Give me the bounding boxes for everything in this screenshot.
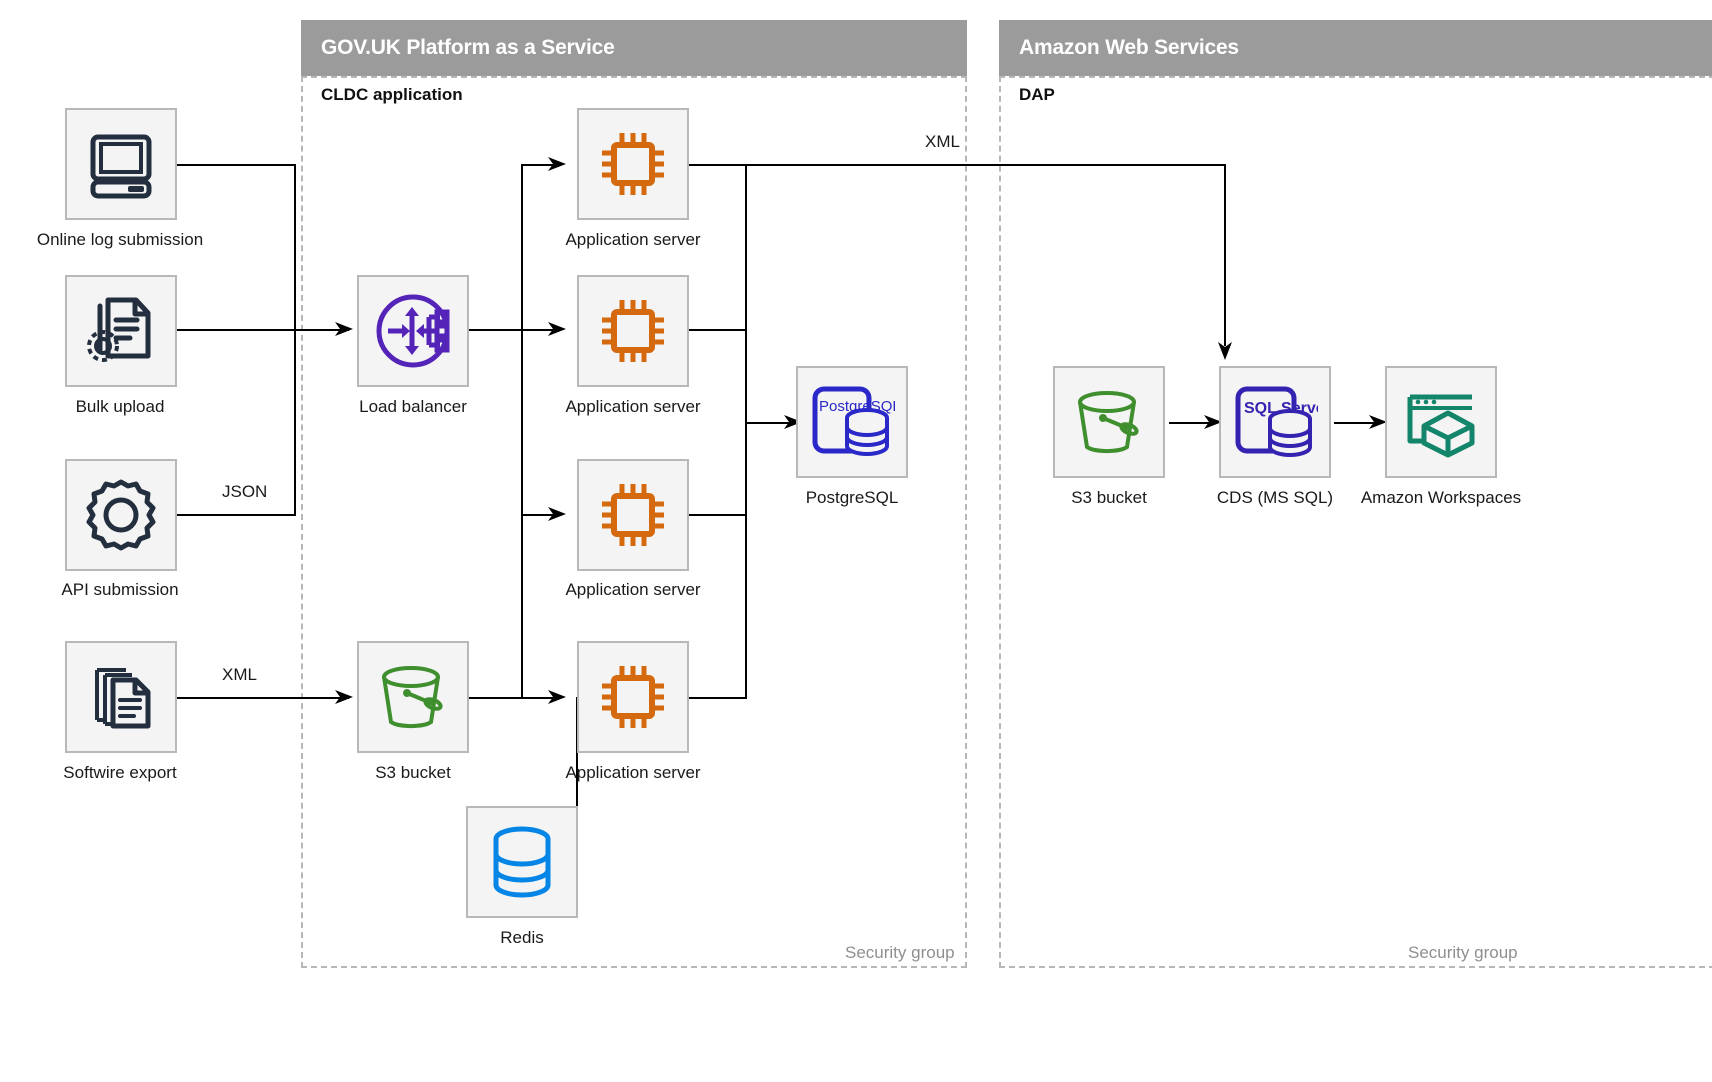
group-title-aws: Amazon Web Services <box>1019 36 1239 59</box>
wire-collector-to-postgres <box>745 422 791 424</box>
arrowhead-appserver-2 <box>548 322 566 336</box>
wire-api-vertical <box>294 330 296 516</box>
arrowhead-into-postgresql <box>784 415 802 429</box>
wire-softwire-to-s3 <box>177 697 349 699</box>
node-label-s3-bucket-paas: S3 bucket <box>375 763 451 782</box>
cpu-chip-icon <box>602 484 664 546</box>
node-label-bulk-upload: Bulk upload <box>75 397 165 416</box>
arrowhead-into-s3-bucket-paas <box>335 690 353 704</box>
document-gear-icon <box>87 297 151 362</box>
wire-db-collector-bus <box>745 164 747 699</box>
wire-online-log-to-bus <box>177 164 296 166</box>
wire-bus-to-appserver-3 <box>521 514 555 516</box>
edge-label-api-json: JSON <box>222 482 268 501</box>
security-group-box-govuk-paas <box>301 76 967 968</box>
node-application-server-4[interactable] <box>577 641 689 753</box>
node-redis[interactable] <box>466 806 578 918</box>
node-label-s3-bucket-aws: S3 bucket <box>1071 488 1147 507</box>
cpu-chip-icon <box>602 133 664 195</box>
sub-label-dap: DAP <box>1019 85 1055 104</box>
arrowhead-into-s3-bucket-aws <box>1218 342 1232 360</box>
arrowhead-into-load-balancer <box>335 322 353 336</box>
wire-redis-to-bus <box>576 697 578 812</box>
redis-database-icon <box>493 826 551 898</box>
wire-s3-to-cds <box>1169 422 1211 424</box>
arrowhead-appserver-1 <box>548 157 566 171</box>
node-application-server-3[interactable] <box>577 459 689 571</box>
sub-label-cldc-application: CLDC application <box>321 85 463 104</box>
node-label-softwire-export: Softwire export <box>63 763 177 782</box>
wire-bus-to-appserver-1 <box>521 164 555 166</box>
group-title-govuk-paas: GOV.UK Platform as a Service <box>321 36 615 59</box>
wire-appserver-4-out <box>689 697 747 699</box>
group-banner-aws: Amazon Web Services <box>999 20 1712 76</box>
node-api-submission[interactable] <box>65 459 177 571</box>
node-cds-ms-sql[interactable]: SQL Server <box>1219 366 1331 478</box>
edge-label-softwire-xml: XML <box>222 665 257 684</box>
node-label-amazon-workspaces: Amazon Workspaces <box>1360 488 1522 507</box>
node-label-application-server-2: Application server <box>565 397 701 416</box>
arrowhead-appserver-3 <box>548 507 566 521</box>
load-balancer-icon <box>376 294 450 368</box>
node-bulk-upload[interactable] <box>65 275 177 387</box>
node-s3-bucket-aws[interactable] <box>1053 366 1165 478</box>
s3-bucket-icon <box>382 666 443 729</box>
wire-appserver-3-out <box>689 514 747 516</box>
node-softwire-export[interactable] <box>65 641 177 753</box>
node-label-online-log-submission: Online log submission <box>36 230 204 249</box>
node-online-log-submission[interactable] <box>65 108 177 220</box>
amazon-workspaces-icon <box>1407 394 1475 458</box>
node-label-postgresql: PostgreSQL <box>805 488 899 507</box>
documents-stack-icon <box>95 668 151 729</box>
wire-s3-to-appserver-4 <box>469 697 523 699</box>
gear-icon <box>86 479 156 551</box>
node-application-server-2[interactable] <box>577 275 689 387</box>
wire-bulk-upload-to-lb <box>177 329 349 331</box>
cpu-chip-icon <box>602 666 664 728</box>
security-group-label-aws: Security group <box>1408 943 1518 962</box>
edge-label-appserver-xml: XML <box>925 132 960 151</box>
node-label-load-balancer: Load balancer <box>359 397 467 416</box>
security-group-label-govuk-paas: Security group <box>845 943 955 962</box>
node-label-application-server-4: Application server <box>565 763 701 782</box>
wire-cds-to-workspaces <box>1334 422 1376 424</box>
s3-bucket-icon <box>1078 391 1139 454</box>
node-load-balancer[interactable] <box>357 275 469 387</box>
node-label-api-submission: API submission <box>61 580 179 599</box>
node-label-application-server-1: Application server <box>565 230 701 249</box>
sql-server-icon: SQL Server <box>1235 386 1318 457</box>
group-banner-govuk-paas: GOV.UK Platform as a Service <box>301 20 967 76</box>
node-postgresql[interactable]: PostgreSQL <box>796 366 908 478</box>
cpu-chip-icon <box>602 300 664 362</box>
wire-appserver-2-out <box>689 329 747 331</box>
arrowhead-into-workspaces <box>1369 415 1387 429</box>
wire-app-distribution-bus <box>521 164 523 699</box>
wire-bus-to-appserver-2 <box>521 329 555 331</box>
node-amazon-workspaces[interactable] <box>1385 366 1497 478</box>
node-label-redis: Redis <box>500 928 544 947</box>
wire-xml-down-to-s3 <box>1224 164 1226 346</box>
node-application-server-1[interactable] <box>577 108 689 220</box>
arrowhead-into-cds <box>1204 415 1222 429</box>
wire-bus-to-appserver-4 <box>521 697 555 699</box>
postgresql-icon: PostgreSQL <box>812 386 895 456</box>
node-label-cds-ms-sql: CDS (MS SQL) <box>1216 488 1334 507</box>
node-s3-bucket-paas[interactable] <box>357 641 469 753</box>
wire-online-log-vertical <box>294 164 296 330</box>
arrowhead-appserver-4 <box>548 690 566 704</box>
wire-lb-to-appbus <box>469 329 523 331</box>
desktop-computer-icon <box>90 134 152 199</box>
node-label-application-server-3: Application server <box>565 580 701 599</box>
wire-appserver-1-to-aws <box>689 164 1226 166</box>
security-group-box-aws <box>999 76 1712 968</box>
wire-api-to-bus <box>177 514 296 516</box>
